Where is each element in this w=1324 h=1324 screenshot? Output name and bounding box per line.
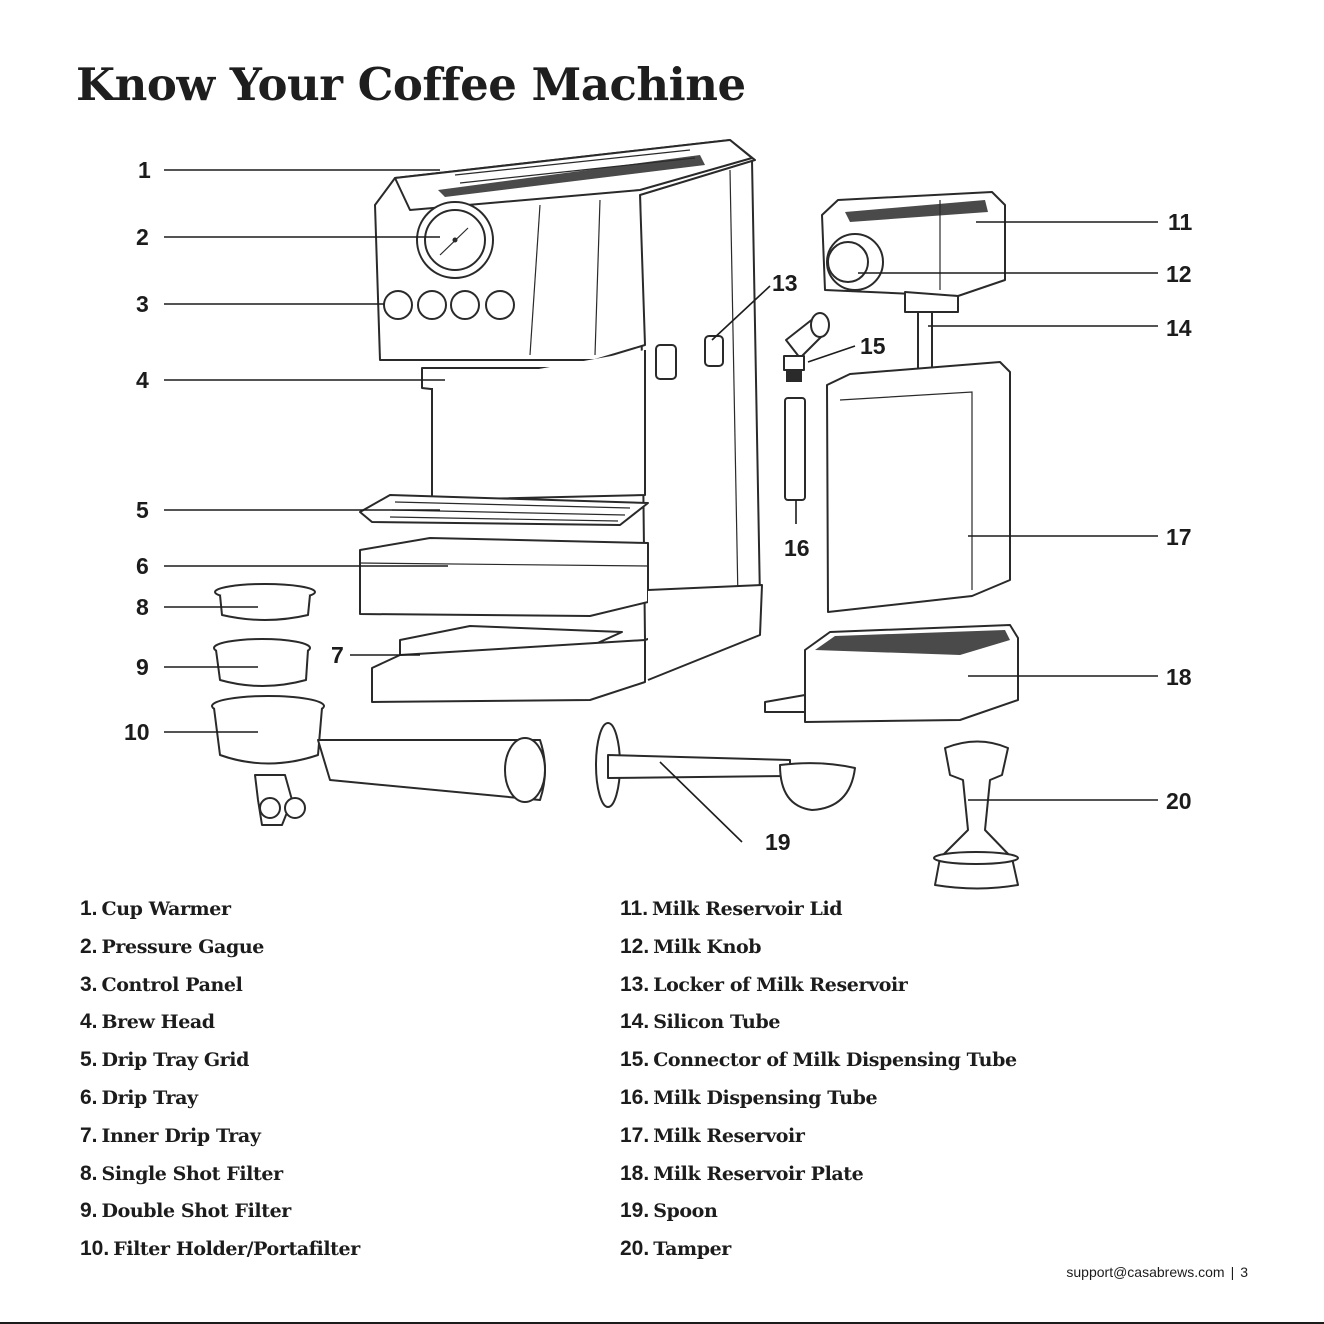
support-email-link[interactable]: support@casabrews.com bbox=[1066, 1264, 1225, 1280]
pressure-gauge-illustration bbox=[416, 201, 494, 279]
legend-item-pressure-gauge: 2. Pressure Gague bbox=[80, 934, 264, 958]
callout-19: 19 bbox=[765, 829, 791, 855]
legend-item-portafilter: 10. Filter Holder/Portafilter bbox=[80, 1237, 360, 1261]
legend-item-cup-warmer: 1. Cup Warmer bbox=[80, 897, 231, 920]
callout-3: 3 bbox=[136, 291, 149, 317]
legend-item-milk-knob: 12. Milk Knob bbox=[620, 934, 762, 958]
callout-12: 12 bbox=[1166, 261, 1192, 287]
callout-9: 9 bbox=[136, 654, 149, 680]
milk-knob-illustration bbox=[826, 233, 884, 291]
callout-numbers: 1 2 3 4 5 6 7 8 9 10 11 12 13 14 15 16 1… bbox=[124, 157, 1193, 855]
control-panel-illustration bbox=[383, 290, 515, 320]
callout-20: 20 bbox=[1166, 788, 1192, 814]
page-number: 3 bbox=[1240, 1264, 1248, 1280]
callout-13: 13 bbox=[772, 270, 798, 296]
callout-17: 17 bbox=[1166, 524, 1192, 550]
parts-legend-right: 11. Milk Reservoir Lid 12. Milk Knob 13.… bbox=[620, 894, 1017, 1272]
bottom-divider bbox=[0, 1322, 1324, 1324]
callout-8: 8 bbox=[136, 594, 149, 620]
callout-7: 7 bbox=[331, 642, 344, 668]
milk-reservoir-plate-illustration bbox=[764, 624, 1019, 723]
page-title: Know Your Coffee Machine bbox=[76, 58, 746, 111]
callout-1: 1 bbox=[138, 157, 151, 183]
portafilter-illustration bbox=[211, 695, 546, 826]
tamper-illustration bbox=[933, 740, 1019, 890]
coffee-machine-diagram: 1 2 3 4 5 6 7 8 9 10 11 12 13 14 15 16 1… bbox=[124, 139, 1193, 890]
leader-lines bbox=[164, 169, 1158, 843]
parts-legend-left: 1. Cup Warmer 2. Pressure Gague 3. Contr… bbox=[80, 894, 360, 1272]
callout-6: 6 bbox=[136, 553, 149, 579]
legend-item-spoon: 19. Spoon bbox=[620, 1199, 718, 1223]
callout-5: 5 bbox=[136, 497, 149, 523]
milk-dispensing-tube-illustration bbox=[784, 397, 806, 501]
legend-item-drip-tray-grid: 5. Drip Tray Grid bbox=[80, 1048, 249, 1072]
legend-item-inner-drip-tray: 7. Inner Drip Tray bbox=[80, 1123, 261, 1147]
double-shot-filter-illustration bbox=[213, 638, 311, 687]
callout-16: 16 bbox=[784, 535, 810, 561]
single-shot-filter-illustration bbox=[214, 583, 316, 621]
callout-2: 2 bbox=[136, 224, 149, 250]
callout-18: 18 bbox=[1166, 664, 1192, 690]
legend-item-milk-dispensing-tube: 16. Milk Dispensing Tube bbox=[620, 1085, 878, 1109]
legend-item-milk-reservoir-locker: 13. Locker of Milk Reservoir bbox=[620, 972, 908, 996]
milk-reservoir-illustration bbox=[826, 361, 1011, 613]
legend-item-control-panel: 3. Control Panel bbox=[80, 972, 243, 996]
legend-item-silicon-tube: 14. Silicon Tube bbox=[620, 1010, 781, 1034]
page-footer: support@casabrews.com | 3 bbox=[1066, 1264, 1248, 1280]
legend-item-tamper: 20. Tamper bbox=[620, 1237, 731, 1261]
footer-separator: | bbox=[1230, 1264, 1235, 1280]
legend-item-milk-reservoir: 17. Milk Reservoir bbox=[620, 1123, 805, 1147]
legend-item-single-shot-filter: 8. Single Shot Filter bbox=[80, 1161, 283, 1185]
drip-tray-illustration bbox=[359, 537, 649, 617]
milk-connector-illustration bbox=[783, 312, 830, 382]
callout-11: 11 bbox=[1168, 209, 1193, 235]
legend-item-double-shot-filter: 9. Double Shot Filter bbox=[80, 1199, 291, 1223]
spoon-illustration bbox=[595, 722, 856, 811]
callout-14: 14 bbox=[1166, 315, 1192, 341]
machine-body-illustration bbox=[359, 139, 763, 703]
drip-tray-grid-illustration bbox=[359, 494, 649, 526]
legend-item-brew-head: 4. Brew Head bbox=[80, 1010, 215, 1034]
legend-item-milk-tube-connector: 15. Connector of Milk Dispensing Tube bbox=[620, 1048, 1017, 1072]
cup-warmer-illustration bbox=[438, 149, 705, 197]
callout-4: 4 bbox=[136, 367, 149, 393]
legend-item-milk-reservoir-plate: 18. Milk Reservoir Plate bbox=[620, 1161, 864, 1185]
legend-item-drip-tray: 6. Drip Tray bbox=[80, 1085, 198, 1109]
legend-item-milk-reservoir-lid: 11. Milk Reservoir Lid bbox=[620, 897, 843, 920]
callout-10: 10 bbox=[124, 719, 150, 745]
callout-15: 15 bbox=[860, 333, 886, 359]
